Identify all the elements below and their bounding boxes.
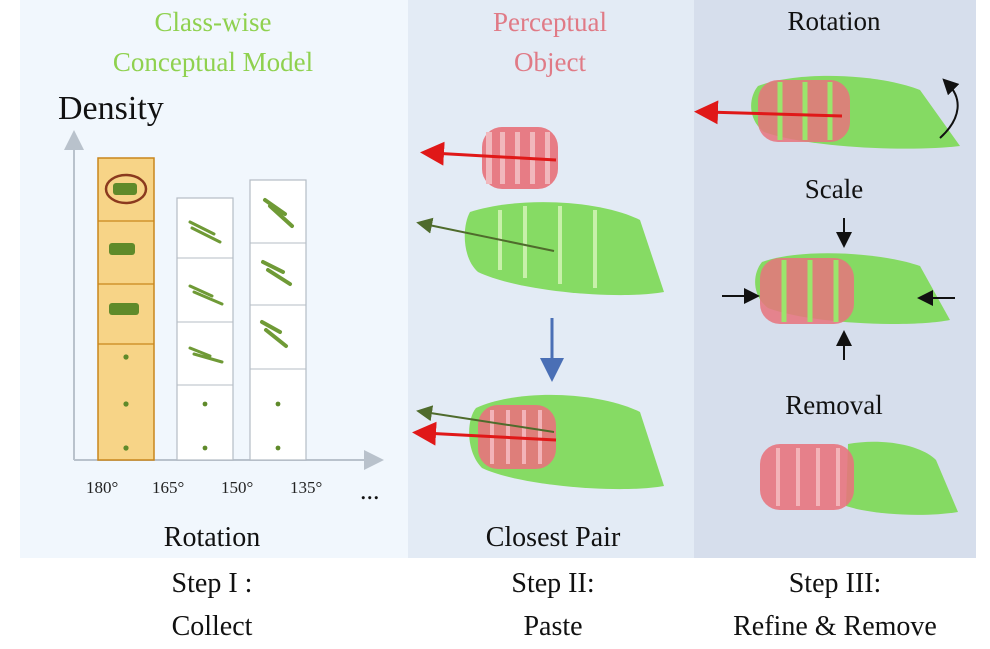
tick-150: 150° — [221, 478, 254, 497]
tick-180: 180° — [86, 478, 119, 497]
scale-pointcloud — [755, 253, 950, 324]
removal-label: Removal — [785, 390, 883, 420]
panel2-caption: Closest Pair — [485, 522, 621, 553]
paired-red-arrow — [412, 421, 557, 446]
step-2: Step II: Paste — [448, 562, 658, 649]
removal-pointcloud — [760, 441, 958, 515]
car-thumbnail — [109, 183, 139, 315]
density-axis-label: Density — [58, 90, 164, 127]
rotation-red-arrow — [694, 100, 843, 125]
paired-pointcloud — [469, 394, 664, 490]
scale-label: Scale — [804, 174, 864, 204]
red-direction-arrow — [420, 141, 557, 166]
tick-165: 165° — [152, 478, 185, 497]
step-3: Step III: Refine & Remove — [700, 562, 970, 649]
scale-arrows — [722, 218, 955, 360]
rotation-label: Rotation — [787, 6, 881, 36]
panel1-title-line1: Class-wise — [154, 7, 272, 37]
tick-135: 135° — [290, 478, 323, 497]
rotate-icon — [939, 78, 960, 139]
ellipsis: ... — [360, 476, 380, 505]
column-180 — [97, 157, 155, 461]
column-150 — [249, 179, 307, 461]
green-direction-arrow — [416, 217, 555, 252]
step-1-name: Collect — [171, 611, 253, 643]
step-2-title: Step II: — [511, 568, 595, 599]
panel2-title-line2: Object — [514, 47, 586, 77]
step-2-name: Paste — [523, 611, 583, 643]
step-1: Step I : Collect — [112, 562, 312, 649]
step-1-title: Step I : — [171, 568, 253, 599]
step-3-title: Step III: — [788, 568, 882, 599]
panel1-title-line2: Conceptual Model — [112, 47, 314, 77]
panel1-caption: Rotation — [163, 522, 261, 553]
column-165 — [176, 197, 234, 461]
rotation-pointcloud — [751, 75, 960, 149]
panel2-title-line1: Perceptual — [493, 7, 607, 37]
selected-ring — [104, 173, 148, 205]
paired-green-arrow — [416, 405, 555, 433]
step-3-name: Refine & Remove — [733, 611, 937, 643]
green-pointcloud-mid — [464, 202, 664, 296]
